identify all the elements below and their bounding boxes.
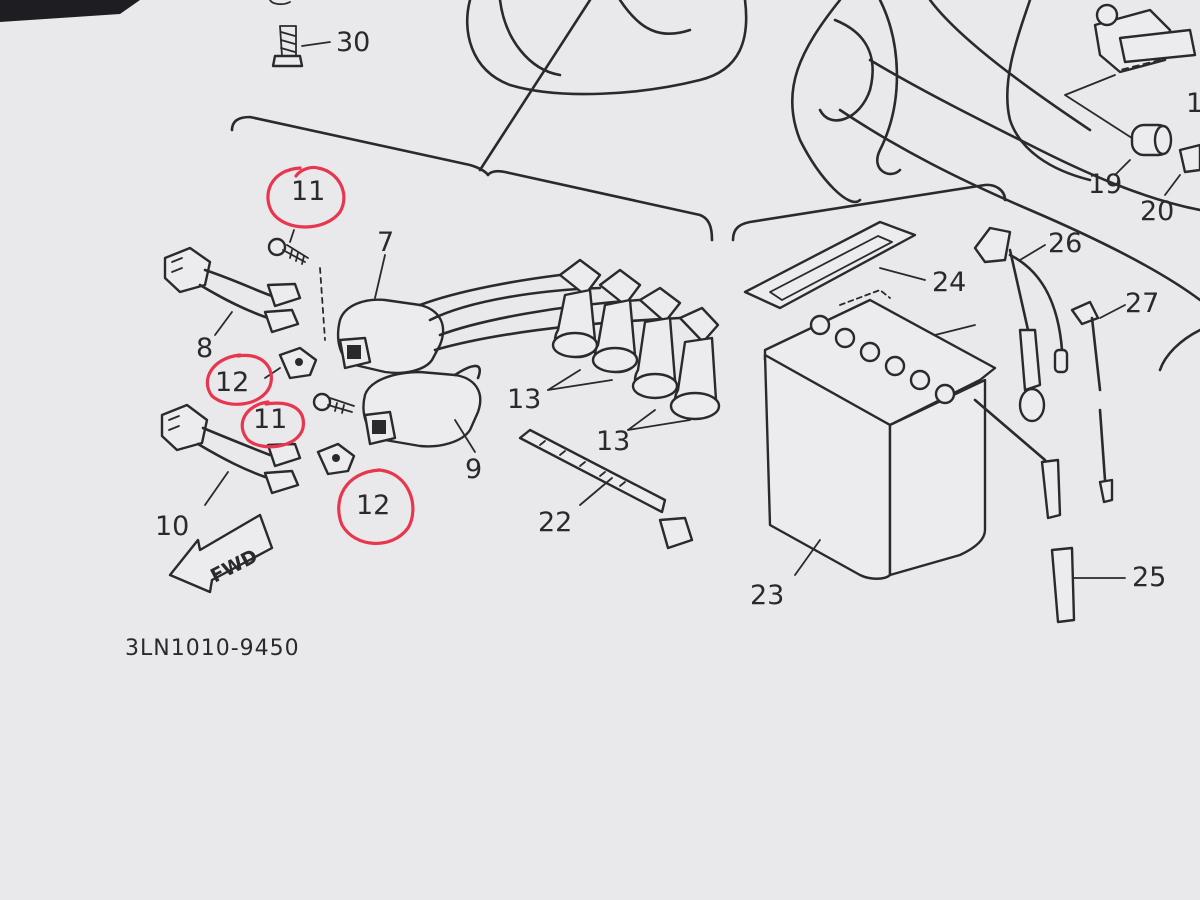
highlight-circle-12-lower <box>337 468 415 545</box>
drawing-code: 3LN1010-9450 <box>125 636 300 661</box>
highlight-circle-11-lower <box>240 400 305 449</box>
part-25-breather-hose <box>973 398 1126 624</box>
part-12-nut-lower <box>316 442 356 476</box>
callout-1-partial: 1 <box>1186 88 1200 119</box>
dark-corner-shadow <box>0 0 140 22</box>
callout-24: 24 <box>932 267 966 298</box>
callout-22: 22 <box>538 507 572 538</box>
callout-10: 10 <box>155 511 189 542</box>
callout-11-upper: 11 <box>291 176 325 207</box>
callout-23: 23 <box>750 580 784 611</box>
highlight-circle-12-upper <box>205 353 273 406</box>
bracket-battery-group <box>731 183 1007 242</box>
callout-27: 27 <box>1125 288 1159 319</box>
frame-outline <box>466 0 1200 372</box>
part-19-20-cluster <box>1064 3 1200 196</box>
callout-11-lower: 11 <box>253 404 287 435</box>
part-9-ignition-coil <box>362 364 482 453</box>
part-10-harness <box>160 403 302 506</box>
callout-12-upper: 12 <box>215 367 249 398</box>
callout-20: 20 <box>1140 196 1174 227</box>
callout-13-right: 13 <box>596 426 630 457</box>
callout-25: 25 <box>1132 562 1166 593</box>
part-11-screw-lower <box>312 392 355 414</box>
part-11-screw-upper <box>267 229 326 341</box>
part-27-battery-lead <box>1070 300 1126 504</box>
part-30-screw <box>269 0 331 68</box>
callout-7: 7 <box>377 227 394 258</box>
bracket-ignition-group <box>230 115 714 242</box>
callout-labels: 30 11 7 8 12 11 9 12 10 13 13 22 23 24 2… <box>155 27 1200 611</box>
callout-13-left: 13 <box>507 384 541 415</box>
part-8-harness <box>163 246 302 336</box>
callout-12-lower: 12 <box>356 490 390 521</box>
callout-30: 30 <box>336 27 370 58</box>
part-23-battery <box>763 289 997 580</box>
callout-19: 19 <box>1088 169 1122 200</box>
part-26-battery-lead <box>973 226 1069 423</box>
part-13-plug-caps <box>547 258 721 431</box>
callout-9: 9 <box>465 454 482 485</box>
highlight-circles <box>205 165 415 545</box>
callout-26: 26 <box>1048 228 1082 259</box>
highlight-circle-11-upper <box>266 165 346 229</box>
callout-8: 8 <box>196 333 213 364</box>
part-22-tie-strap <box>518 428 694 550</box>
part-24-battery-band <box>743 220 926 310</box>
